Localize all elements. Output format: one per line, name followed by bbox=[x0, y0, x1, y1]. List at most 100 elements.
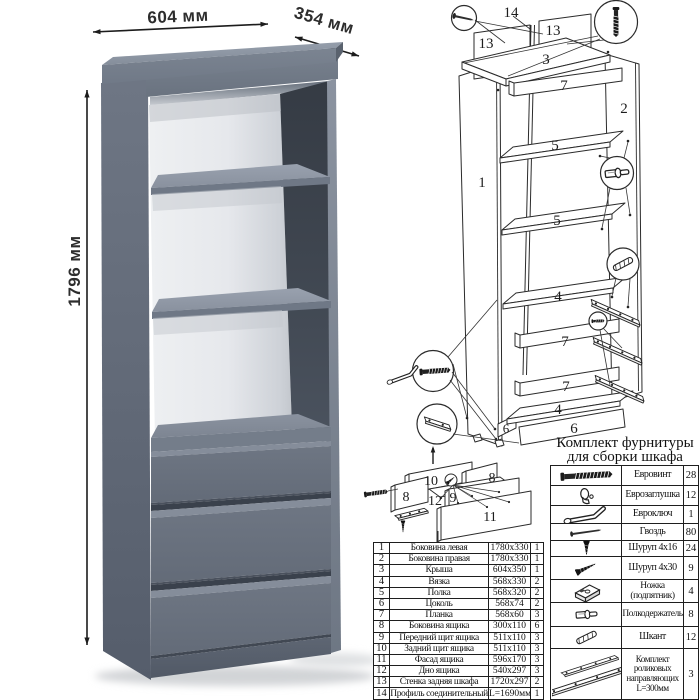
cabinet-interior-back bbox=[149, 94, 292, 441]
roller-slides-icon bbox=[551, 655, 621, 697]
screw-4x16-icon bbox=[582, 541, 590, 555]
hardware-qty: 1 bbox=[683, 505, 699, 524]
diagram-label-10: 10 bbox=[424, 474, 438, 489]
shape-part bbox=[565, 671, 568, 674]
parts-row: 6 Цоколь 568x74 2 bbox=[373, 597, 544, 611]
part-size: 1720x297 bbox=[488, 676, 531, 689]
shape-part bbox=[443, 367, 445, 373]
shape-part bbox=[586, 634, 589, 640]
hardware-qty: 80 bbox=[683, 523, 699, 541]
floor-shadow-right bbox=[290, 653, 380, 667]
drawer-slide-1 bbox=[590, 298, 641, 328]
cap-plug-icon bbox=[579, 488, 594, 505]
shape-part bbox=[585, 472, 588, 479]
shape-part bbox=[419, 368, 423, 376]
shape-part bbox=[424, 420, 452, 432]
leader-line bbox=[449, 379, 497, 440]
confirmat-screw-icon bbox=[559, 471, 612, 481]
leader-line bbox=[625, 187, 631, 215]
hardware-name: Шуруп 4x16 bbox=[621, 540, 684, 557]
drawer-side-8l-end bbox=[390, 484, 396, 513]
shape-part bbox=[588, 494, 594, 499]
part-name: Полка bbox=[389, 586, 489, 599]
part-name: Цоколь bbox=[389, 597, 489, 611]
parts-row: 1 Боковина левая 1780x330 1 bbox=[373, 541, 544, 555]
shape-part bbox=[627, 258, 630, 264]
diagram-label-12: 12 bbox=[428, 494, 442, 509]
parts-row: 9 Передний щит ящика 511x110 3 bbox=[373, 631, 544, 644]
parts-row: 3 Крыша 604x350 1 bbox=[373, 564, 544, 577]
part-qty: 3 bbox=[530, 653, 544, 667]
part-number: 3 bbox=[373, 564, 390, 577]
rail-7b-end bbox=[514, 332, 521, 349]
foot-glide-icon bbox=[573, 584, 601, 602]
shape-part bbox=[601, 319, 603, 323]
shape-part bbox=[401, 525, 405, 527]
connection-dot bbox=[600, 227, 604, 231]
hardware-qty: 3 bbox=[683, 648, 699, 700]
part-size: 511x110 bbox=[488, 642, 531, 655]
cap-front-face bbox=[102, 48, 336, 84]
dowel-icon bbox=[612, 256, 634, 272]
screw-icon bbox=[445, 477, 455, 485]
connection-dot bbox=[496, 88, 500, 92]
part-size: 540x297 bbox=[488, 665, 531, 678]
diagram-label-5b: 5 bbox=[553, 213, 561, 229]
shelf-1-shadow bbox=[152, 186, 282, 211]
part-number: 4 bbox=[373, 575, 390, 588]
shape-part bbox=[596, 340, 599, 343]
cabinet-plinth bbox=[151, 637, 331, 678]
shape-part bbox=[440, 367, 442, 374]
part-name: Боковина ящика bbox=[389, 620, 489, 633]
shape-part bbox=[579, 568, 581, 573]
parts-row: 13 Стенка задняя шкафа 1720x297 2 bbox=[373, 676, 544, 689]
hardware-icon-cell bbox=[550, 485, 622, 506]
part-number: 14 bbox=[373, 687, 390, 700]
hex-key-icon bbox=[563, 506, 606, 523]
screw-4x16-icon bbox=[582, 541, 590, 555]
drawer-2-bottom-line bbox=[151, 569, 331, 585]
diagram-label-7a: 7 bbox=[560, 78, 568, 94]
part-size: 568x320 bbox=[488, 586, 531, 599]
rail-7a-end bbox=[508, 80, 515, 97]
hardware-name: Комплект роликовых направляющих L=300мм bbox=[621, 648, 684, 700]
shelf-5b-edge bbox=[501, 213, 613, 236]
parts-list-table: 1 Боковина левая 1780x330 1 2 Боковина п… bbox=[373, 541, 544, 700]
screw-4x30-icon bbox=[574, 562, 596, 576]
hardware-row: Еврозаглушка 12 bbox=[550, 485, 699, 506]
parts-row: 4 Вязка 568x330 2 bbox=[373, 575, 544, 588]
part-size: 568x330 bbox=[488, 575, 531, 588]
part-number: 6 bbox=[373, 597, 390, 611]
diagram-label-6-back: 6 bbox=[503, 421, 510, 436]
hardware-qty: 12 bbox=[683, 626, 699, 649]
connection-dot bbox=[626, 305, 630, 309]
plinth-6-front bbox=[518, 408, 626, 446]
shape-part bbox=[446, 480, 450, 485]
part-size: 568x60 bbox=[488, 609, 531, 622]
shelf-1-top bbox=[151, 164, 330, 188]
part-size: 511x110 bbox=[488, 631, 531, 644]
shape-part bbox=[578, 638, 580, 644]
shape-part bbox=[376, 490, 378, 496]
part-name: Боковина левая bbox=[389, 541, 489, 555]
shape-part bbox=[563, 473, 576, 480]
cabinet-top-band bbox=[146, 58, 338, 97]
shape-part bbox=[588, 472, 591, 479]
part-size: 1780x330 bbox=[488, 553, 531, 566]
nail-icon bbox=[569, 529, 601, 537]
part-name: Крыша bbox=[389, 564, 489, 577]
hardware-row: Шуруп 4x16 24 bbox=[550, 540, 699, 557]
tie-4b-edge bbox=[506, 400, 621, 425]
confirmat-screw-icon bbox=[363, 489, 388, 498]
part-number: 8 bbox=[373, 620, 390, 633]
leader-line bbox=[452, 484, 510, 503]
dimension-line-head bbox=[351, 51, 359, 57]
shape-part bbox=[593, 319, 597, 323]
pointer-arrowhead bbox=[430, 446, 436, 453]
dimension-line-head bbox=[84, 637, 90, 645]
drawer-slide-icon-small bbox=[394, 507, 429, 521]
hardware-name: Ножка (подпятник) bbox=[621, 579, 684, 603]
shape-part bbox=[599, 319, 601, 323]
leader-line bbox=[452, 484, 488, 508]
dimension-line-head bbox=[295, 36, 303, 42]
